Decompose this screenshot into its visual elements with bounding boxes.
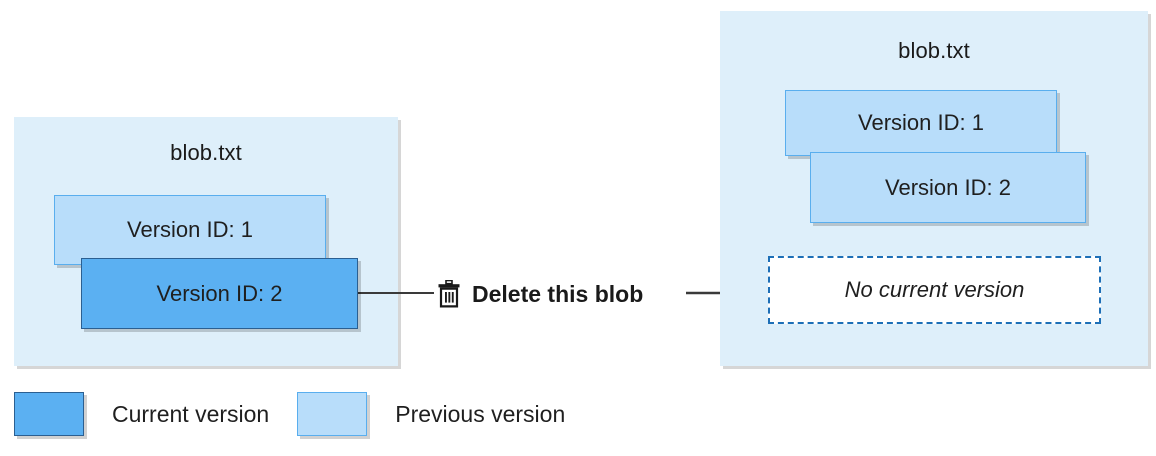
blob-container-after: blob.txt Version ID: 1 Version ID: 2 No … bbox=[720, 11, 1148, 366]
legend-swatch-current bbox=[14, 392, 84, 436]
version-box-before-2: Version ID: 2 bbox=[81, 258, 358, 329]
version-box-after-1: Version ID: 1 bbox=[785, 90, 1057, 156]
connector-line bbox=[356, 292, 434, 294]
trash-icon bbox=[437, 280, 461, 308]
legend-item-previous: Previous version bbox=[297, 392, 565, 436]
blob-container-before: blob.txt Version ID: 1 Version ID: 2 bbox=[14, 117, 398, 366]
delete-this-blob-action: Delete this blob bbox=[437, 272, 643, 316]
legend-swatch-previous bbox=[297, 392, 368, 436]
legend-label-previous: Previous version bbox=[395, 400, 566, 427]
blob-name-after: blob.txt bbox=[898, 38, 970, 63]
legend: Current version Previous version bbox=[14, 390, 565, 438]
version-box-before-1: Version ID: 1 bbox=[54, 195, 326, 265]
delete-blob-label: Delete this blob bbox=[472, 280, 644, 307]
version-box-after-2: Version ID: 2 bbox=[810, 152, 1086, 223]
legend-item-current: Current version bbox=[14, 392, 269, 436]
legend-label-current: Current version bbox=[112, 400, 270, 427]
blob-name-before: blob.txt bbox=[170, 140, 242, 165]
no-current-version-box: No current version bbox=[768, 256, 1101, 324]
